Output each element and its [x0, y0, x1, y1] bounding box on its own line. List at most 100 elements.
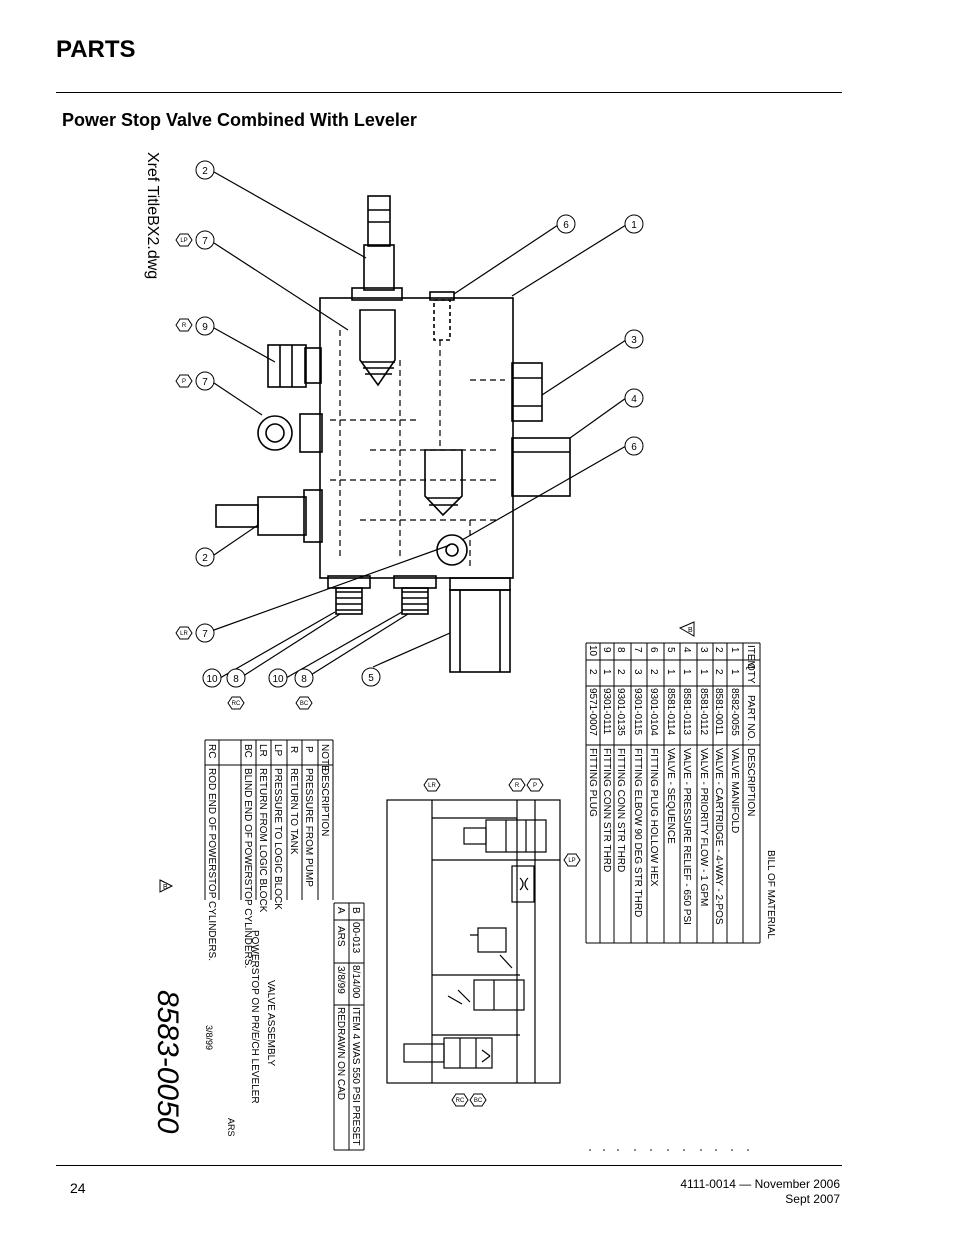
svg-text:LP: LP [568, 858, 575, 864]
port-tag-rc: RC [227, 696, 245, 710]
svg-text:9: 9 [202, 322, 208, 333]
svg-text:LR: LR [428, 783, 436, 789]
xref-label: Xref TitleBX2.dwg [144, 152, 161, 279]
svg-text:9571-0007: 9571-0007 [587, 688, 598, 736]
svg-text:2: 2 [202, 553, 208, 564]
title-line-1: VALVE ASSEMBLY [265, 980, 276, 1066]
svg-text:7: 7 [202, 236, 208, 247]
document-id: 4111-0014 — November 2006 Sept 2007 [680, 1177, 840, 1207]
svg-text:RETURN FROM LOGIC BLOCK: RETURN FROM LOGIC BLOCK [257, 768, 268, 913]
svg-text:FITTING ELBOW 90 DEG STR THRD: FITTING ELBOW 90 DEG STR THRD [632, 748, 643, 917]
svg-text:6: 6 [563, 220, 569, 231]
svg-text:R: R [515, 783, 520, 789]
svg-text:8581-0114: 8581-0114 [665, 688, 676, 736]
rev-b-marker: B [678, 621, 695, 637]
svg-text:5: 5 [665, 647, 676, 653]
notes-header: DESCRIPTION [319, 768, 330, 836]
svg-text:ROD END OF POWERSTOP CYLINDERS: ROD END OF POWERSTOP CYLINDERS. [206, 768, 217, 961]
svg-text:1: 1 [681, 669, 692, 675]
schem-tag-rc: RC [451, 1093, 469, 1107]
svg-text:B: B [688, 627, 693, 634]
svg-text:PRESSURE TO LOGIC BLOCK: PRESSURE TO LOGIC BLOCK [272, 768, 283, 910]
svg-text:1: 1 [665, 669, 676, 675]
document-id-line-2: Sept 2007 [785, 1192, 840, 1206]
svg-text:VALVE - SEQUENCE: VALVE - SEQUENCE [665, 748, 676, 844]
svg-text:6: 6 [648, 647, 659, 653]
svg-text:3: 3 [632, 669, 643, 675]
svg-text:RC: RC [456, 1098, 465, 1104]
svg-text:LP: LP [180, 238, 187, 244]
bom-header: DESCRIPTION [745, 748, 756, 816]
balloon-7: 7 [195, 371, 215, 391]
balloon-7: 7 [195, 230, 215, 250]
svg-text:BC: BC [242, 744, 253, 758]
notes-header: NOTE [319, 744, 330, 772]
port-tag-lr: LR [175, 626, 193, 640]
item-balloons: 2 7 9 7 2 7 6 1 3 4 6 5 10 8 10 8 [195, 160, 644, 688]
balloon-10: 10 [268, 668, 288, 688]
svg-text:VALVE MANIFOLD: VALVE MANIFOLD [729, 748, 740, 833]
svg-text:2: 2 [587, 669, 598, 675]
balloon-8: 8 [226, 668, 246, 688]
svg-text:ARS: ARS [335, 926, 346, 947]
svg-text:B: B [350, 907, 361, 914]
svg-text:FITTING CONN STR THRD: FITTING CONN STR THRD [601, 748, 612, 872]
port-tags: LP R P LR RC BC [175, 233, 313, 710]
schem-tag-lp: LP [563, 853, 581, 867]
balloon-1: 1 [624, 214, 644, 234]
svg-text:8: 8 [615, 647, 626, 653]
svg-text:8582-0055: 8582-0055 [729, 688, 740, 736]
svg-text:10: 10 [272, 674, 284, 685]
dot-row [589, 1149, 749, 1151]
svg-text:8581-0112: 8581-0112 [698, 688, 709, 736]
title-drawn-by: ARS [226, 1118, 236, 1137]
svg-text:1: 1 [601, 669, 612, 675]
svg-text:4: 4 [681, 647, 692, 653]
svg-text:FITTING CONN STR THRD: FITTING CONN STR THRD [615, 748, 626, 872]
svg-text:8: 8 [301, 674, 307, 685]
svg-text:VALVE - CARTRIDGE - 4-WAY - 2-: VALVE - CARTRIDGE - 4-WAY - 2-POS [713, 748, 724, 925]
svg-text:2: 2 [648, 669, 659, 675]
svg-text:8581-0011: 8581-0011 [713, 688, 724, 736]
bill-of-material: BILL OF MATERIAL ITEM QTY PART NO. DESCR… [585, 621, 776, 944]
svg-text:FITTING PLUG: FITTING PLUG [587, 748, 598, 817]
bom-title: BILL OF MATERIAL [765, 850, 776, 939]
port-tag-r: R [175, 318, 193, 332]
svg-text:P: P [303, 746, 314, 753]
footer-rule [56, 1165, 842, 1166]
svg-text:P: P [533, 783, 537, 789]
svg-text:8: 8 [233, 674, 239, 685]
page-header-title: PARTS [56, 36, 136, 63]
balloon-3: 3 [624, 329, 644, 349]
rev-b-marker: B [159, 879, 174, 893]
balloon-4: 4 [624, 388, 644, 408]
svg-text:BC: BC [474, 1098, 483, 1104]
balloon-9: 9 [195, 316, 215, 336]
svg-text:BC: BC [300, 701, 309, 707]
drawing-number: 8583-0050 [151, 990, 184, 1134]
svg-text:PRESSURE FROM PUMP: PRESSURE FROM PUMP [303, 768, 314, 887]
balloon-5: 5 [361, 667, 381, 687]
port-tag-p: P [175, 374, 193, 388]
svg-text:2: 2 [713, 647, 724, 653]
svg-text:BLIND END OF POWERSTOP CYLINDE: BLIND END OF POWERSTOP CYLINDERS. [242, 768, 253, 968]
svg-text:A: A [335, 907, 346, 914]
schematic-port-tags: LR R P LP RC BC [423, 778, 581, 1107]
balloon-2: 2 [195, 160, 215, 180]
document-id-line-1: 4111-0014 — November 2006 [680, 1177, 840, 1191]
schem-tag-r: R [508, 778, 526, 792]
